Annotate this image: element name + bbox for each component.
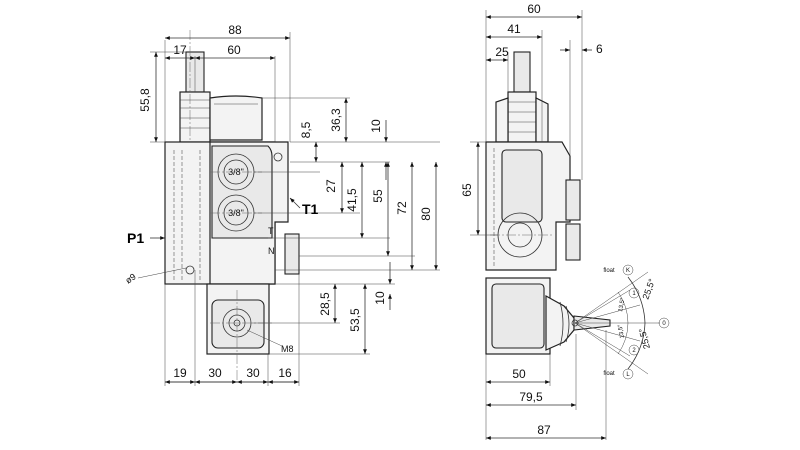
side-plunger-nut <box>507 91 537 143</box>
dim-17: 17 <box>173 43 187 57</box>
dim-27: 27 <box>324 179 338 193</box>
dim-30-b: 30 <box>246 366 260 380</box>
bolt-top <box>273 152 283 162</box>
dim-30-a: 30 <box>208 366 222 380</box>
side-dim-87: 87 <box>537 423 551 437</box>
side-dim-41: 41 <box>507 22 521 36</box>
hole-dia-label: ø9 <box>123 271 137 285</box>
angle-inner-top: 13,5° <box>618 297 626 312</box>
side-view: float K 1 0 2 float L 25,5° 25,5° 13,5° … <box>460 2 670 440</box>
pos-k: K <box>626 268 630 274</box>
side-dim-25: 25 <box>495 45 509 59</box>
dim-28-5: 28,5 <box>318 292 332 316</box>
thread-label: M8 <box>281 344 294 354</box>
dim-41-5: 41,5 <box>345 188 359 212</box>
dim-16: 16 <box>278 366 292 380</box>
dim-19: 19 <box>173 366 187 380</box>
label-t1: T1 <box>302 201 319 217</box>
letter-n: N <box>268 246 275 256</box>
dim-53-5: 53,5 <box>348 308 362 332</box>
side-boss <box>284 233 300 275</box>
dim-60: 60 <box>227 43 241 57</box>
bolt-bottom <box>185 265 195 275</box>
float-bottom-label: float <box>603 371 615 377</box>
dim-80: 80 <box>419 207 433 221</box>
port-b-label: 3/8" <box>228 208 244 218</box>
letter-t: T <box>268 226 274 236</box>
angle-inner-bottom: 13,5° <box>618 323 626 338</box>
angle-outer-top: 25,5° <box>640 277 657 301</box>
label-p1: P1 <box>127 230 144 246</box>
dim-8-5: 8,5 <box>299 121 313 138</box>
port-a-label: 3/8" <box>228 167 244 177</box>
pos-1: 1 <box>632 291 636 297</box>
dim-55: 55 <box>371 189 385 203</box>
plunger-nut <box>179 91 211 143</box>
float-top-label: float <box>603 268 615 274</box>
dim-10-top: 10 <box>369 119 383 133</box>
dim-72: 72 <box>395 201 409 215</box>
port-face <box>211 145 273 239</box>
side-dim-79-5: 79,5 <box>519 390 543 404</box>
dim-88: 88 <box>228 23 242 37</box>
pos-2: 2 <box>632 348 636 354</box>
side-dim-6: 6 <box>596 42 603 56</box>
dim-36-3: 36,3 <box>329 108 343 132</box>
angle-outer-bottom: 25,5° <box>637 327 652 350</box>
side-dim-50: 50 <box>512 367 526 381</box>
side-plunger <box>513 51 531 93</box>
side-dim-65: 65 <box>460 183 474 197</box>
dim-55-8: 55,8 <box>138 88 152 112</box>
top-cap <box>209 95 263 141</box>
lever-boot <box>545 294 575 351</box>
pos-0: 0 <box>662 321 666 327</box>
dim-10-bottom: 10 <box>373 291 387 305</box>
pos-l: L <box>626 372 630 378</box>
front-view: 88 17 60 55,8 8,5 36,3 10 27 41,5 55 <box>123 23 440 386</box>
side-dim-60: 60 <box>527 2 541 16</box>
